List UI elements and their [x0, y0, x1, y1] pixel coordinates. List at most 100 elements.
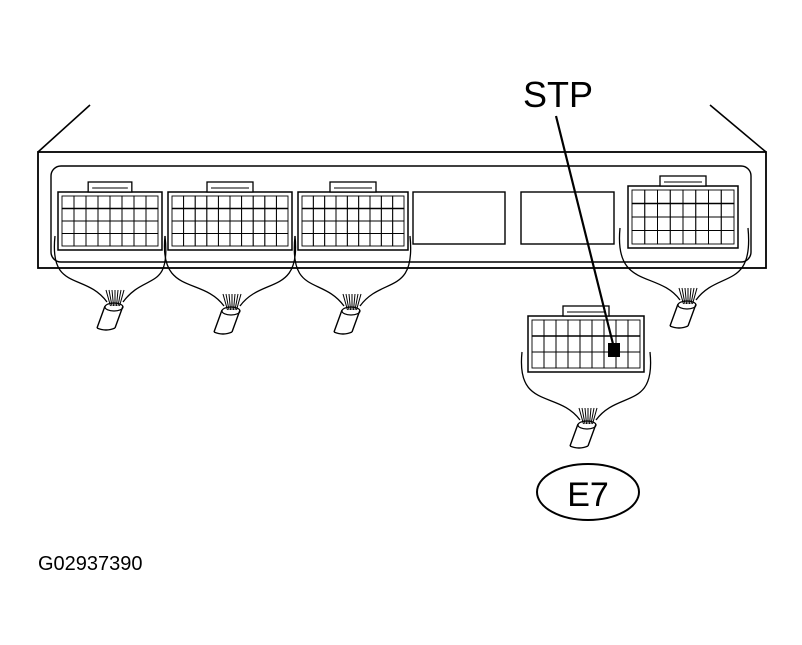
stp-label: STP	[523, 74, 593, 115]
e7-housing-housing	[527, 315, 645, 373]
terminal-cell	[392, 220, 405, 234]
e7-label: E7	[567, 476, 609, 514]
wire-strand	[692, 287, 698, 305]
terminal-cell	[567, 319, 581, 337]
terminal-cell	[695, 203, 709, 218]
terminal-cell	[312, 195, 326, 209]
terminal-cell	[97, 233, 111, 247]
terminal-cell	[97, 220, 111, 234]
terminal-cell	[301, 233, 314, 247]
terminal-cell	[720, 230, 735, 245]
terminal-cell	[324, 208, 337, 222]
harness-2-loop	[163, 235, 297, 307]
terminal-cell	[183, 208, 196, 222]
harness-1-sleeve	[96, 305, 124, 331]
wire-strand	[592, 407, 598, 425]
harness-3-sleeve-end	[341, 306, 361, 316]
terminal-cell	[301, 208, 314, 222]
terminal-cell	[217, 220, 231, 234]
ecu-connector-4-latch	[659, 175, 707, 187]
terminal-cell	[380, 233, 394, 247]
ecu-connector-1	[57, 181, 163, 251]
terminal-cell	[229, 208, 243, 222]
terminal-cell	[264, 220, 277, 234]
terminal-cell	[369, 208, 382, 222]
terminal-cell	[73, 220, 87, 234]
ecu-connectors	[57, 175, 739, 251]
terminal-cell	[644, 230, 658, 245]
terminal-cell	[579, 351, 593, 369]
ecu-connector-3-latch	[329, 181, 377, 193]
terminal-cell	[264, 233, 277, 247]
terminal-cell	[171, 233, 185, 247]
terminal-cell	[241, 233, 254, 247]
terminal-cell	[171, 208, 185, 222]
terminal-cell	[252, 195, 266, 209]
harness-2-sleeve-end	[221, 306, 241, 316]
terminal-cell	[627, 351, 641, 369]
terminal-cell	[145, 195, 159, 209]
stp-leader-line	[554, 115, 616, 349]
terminal-cell	[555, 319, 569, 337]
terminal-cell	[194, 195, 208, 209]
terminal-cell	[669, 203, 684, 218]
terminal-cell	[145, 208, 159, 222]
terminal-cell	[85, 208, 99, 222]
terminal-cell	[335, 233, 348, 247]
terminal-cell	[312, 220, 326, 234]
terminal-cell	[229, 233, 243, 247]
terminal-cell	[531, 319, 545, 337]
terminal-cell	[121, 208, 135, 222]
terminal-cell	[194, 233, 208, 247]
terminal-cell	[669, 189, 684, 204]
terminal-cell	[229, 195, 243, 209]
terminal-cell	[241, 220, 254, 234]
terminal-cell	[392, 208, 405, 222]
terminal-cell	[682, 203, 697, 218]
terminal-cell	[392, 195, 405, 209]
terminal-cell	[85, 233, 99, 247]
terminal-cell	[183, 195, 196, 209]
terminal-cell	[591, 351, 605, 369]
harness-2-sleeve	[213, 309, 241, 335]
terminal-cell	[720, 216, 735, 231]
terminal-cell	[194, 220, 208, 234]
terminal-cell	[615, 319, 629, 337]
wire-strand	[119, 289, 125, 307]
e7-harness-sleeve-end	[577, 420, 597, 430]
e7-housing-latch	[562, 305, 610, 317]
terminal-cell	[229, 220, 243, 234]
ecu-body	[37, 104, 767, 269]
figure-id: G02937390	[38, 553, 143, 575]
terminal-cell	[133, 233, 147, 247]
harness-3	[293, 235, 412, 335]
terminal-cell	[627, 319, 641, 337]
terminal-cell	[346, 233, 360, 247]
terminal-cell	[631, 189, 646, 204]
harness-1-sleeve-end	[104, 302, 124, 312]
terminal-cell	[669, 230, 684, 245]
terminal-cell	[206, 233, 219, 247]
terminal-cell	[631, 203, 646, 218]
terminal-cell	[335, 220, 348, 234]
terminal-cell	[324, 233, 337, 247]
e7-connector	[520, 305, 652, 449]
terminal-cell	[695, 230, 709, 245]
terminal-cell	[324, 195, 337, 209]
terminal-cell	[133, 220, 147, 234]
terminal-cell	[121, 233, 135, 247]
terminal-cell	[194, 208, 208, 222]
terminal-cell	[543, 319, 557, 337]
terminal-cell	[97, 195, 111, 209]
terminal-cell	[301, 220, 314, 234]
terminal-cell	[121, 220, 135, 234]
terminal-cell	[73, 195, 87, 209]
harness-1-loop	[53, 235, 167, 303]
terminal-cell	[133, 208, 147, 222]
terminal-cell	[644, 189, 658, 204]
terminal-cell	[657, 230, 671, 245]
terminal-cell	[579, 319, 593, 337]
terminal-cell	[206, 220, 219, 234]
terminal-cell	[133, 195, 147, 209]
ecu-connector-2-latch	[206, 181, 254, 193]
